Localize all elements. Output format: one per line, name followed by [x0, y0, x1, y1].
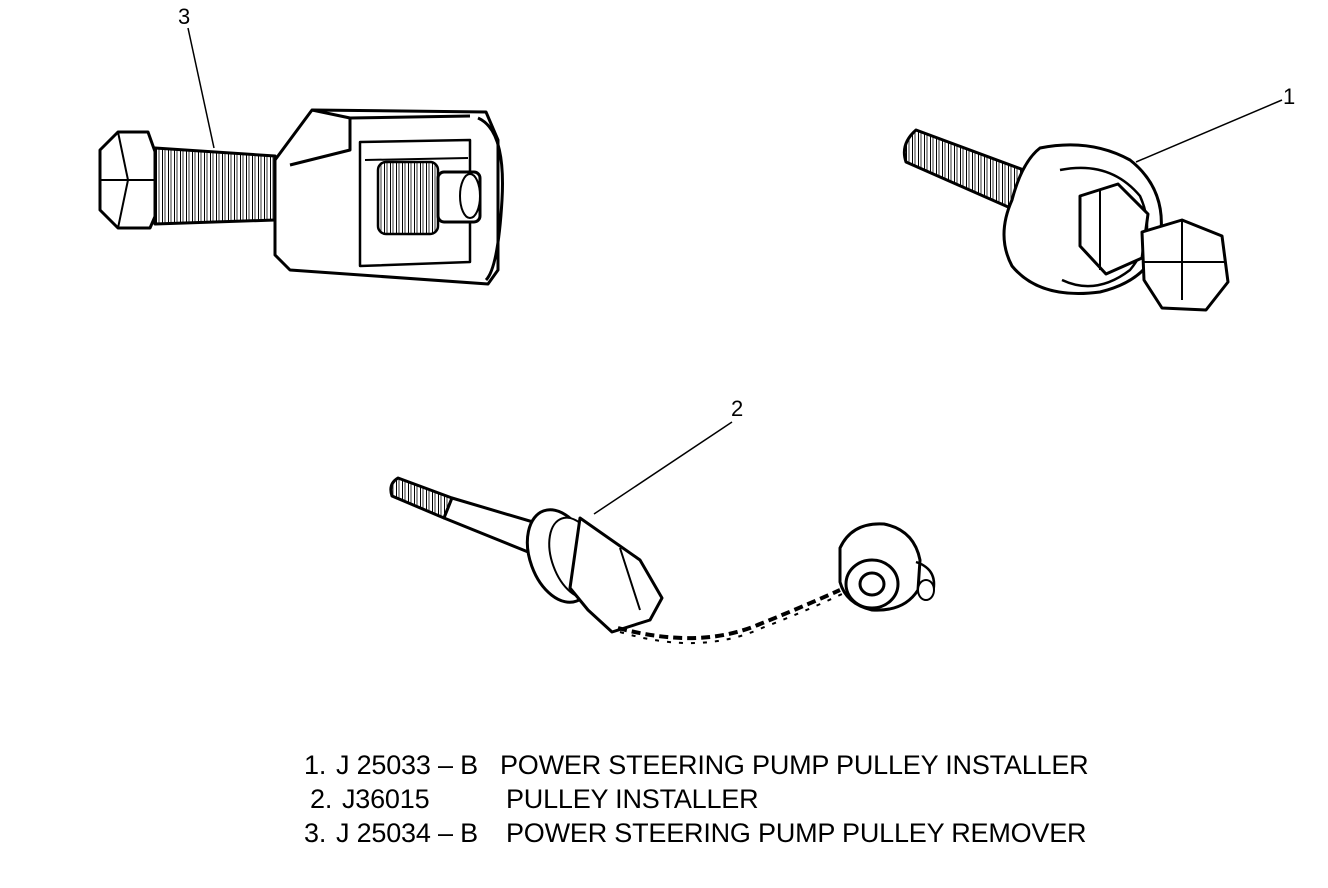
- pulley-installer-2-drawing: [389, 476, 936, 645]
- legend-part-number: J36015: [342, 784, 430, 814]
- legend-description: POWER STEERING PUMP PULLEY INSTALLER: [500, 750, 1089, 780]
- legend-description: PULLEY INSTALLER: [506, 784, 759, 814]
- callout-3: 3: [178, 4, 191, 29]
- parts-legend: 1. J 25033 – B POWER STEERING PUMP PULLE…: [304, 748, 1164, 850]
- legend-number: 2.: [310, 784, 333, 814]
- legend-number: 1.: [304, 750, 327, 780]
- legend-number: 3.: [304, 818, 327, 848]
- pulley-remover-drawing: [98, 108, 504, 286]
- legend-part-number: J 25033 – B: [336, 750, 478, 780]
- legend-part-number: J 25034 – B: [336, 818, 478, 848]
- legend-row: 3. J 25034 – B POWER STEERING PUMP PULLE…: [304, 816, 1164, 850]
- legend-description: POWER STEERING PUMP PULLEY REMOVER: [506, 818, 1087, 848]
- callout-1: 1: [1283, 84, 1296, 109]
- legend-row: 1. J 25033 – B POWER STEERING PUMP PULLE…: [304, 748, 1164, 782]
- leader-line-1: [1135, 99, 1283, 163]
- callout-2: 2: [731, 396, 744, 421]
- legend-row: 2. J36015 PULLEY INSTALLER: [304, 782, 1164, 816]
- pulley-installer-1-drawing: [902, 128, 1230, 312]
- leader-lines: [187, 27, 1283, 515]
- leader-line-2: [593, 421, 733, 515]
- leader-line-3: [187, 27, 215, 149]
